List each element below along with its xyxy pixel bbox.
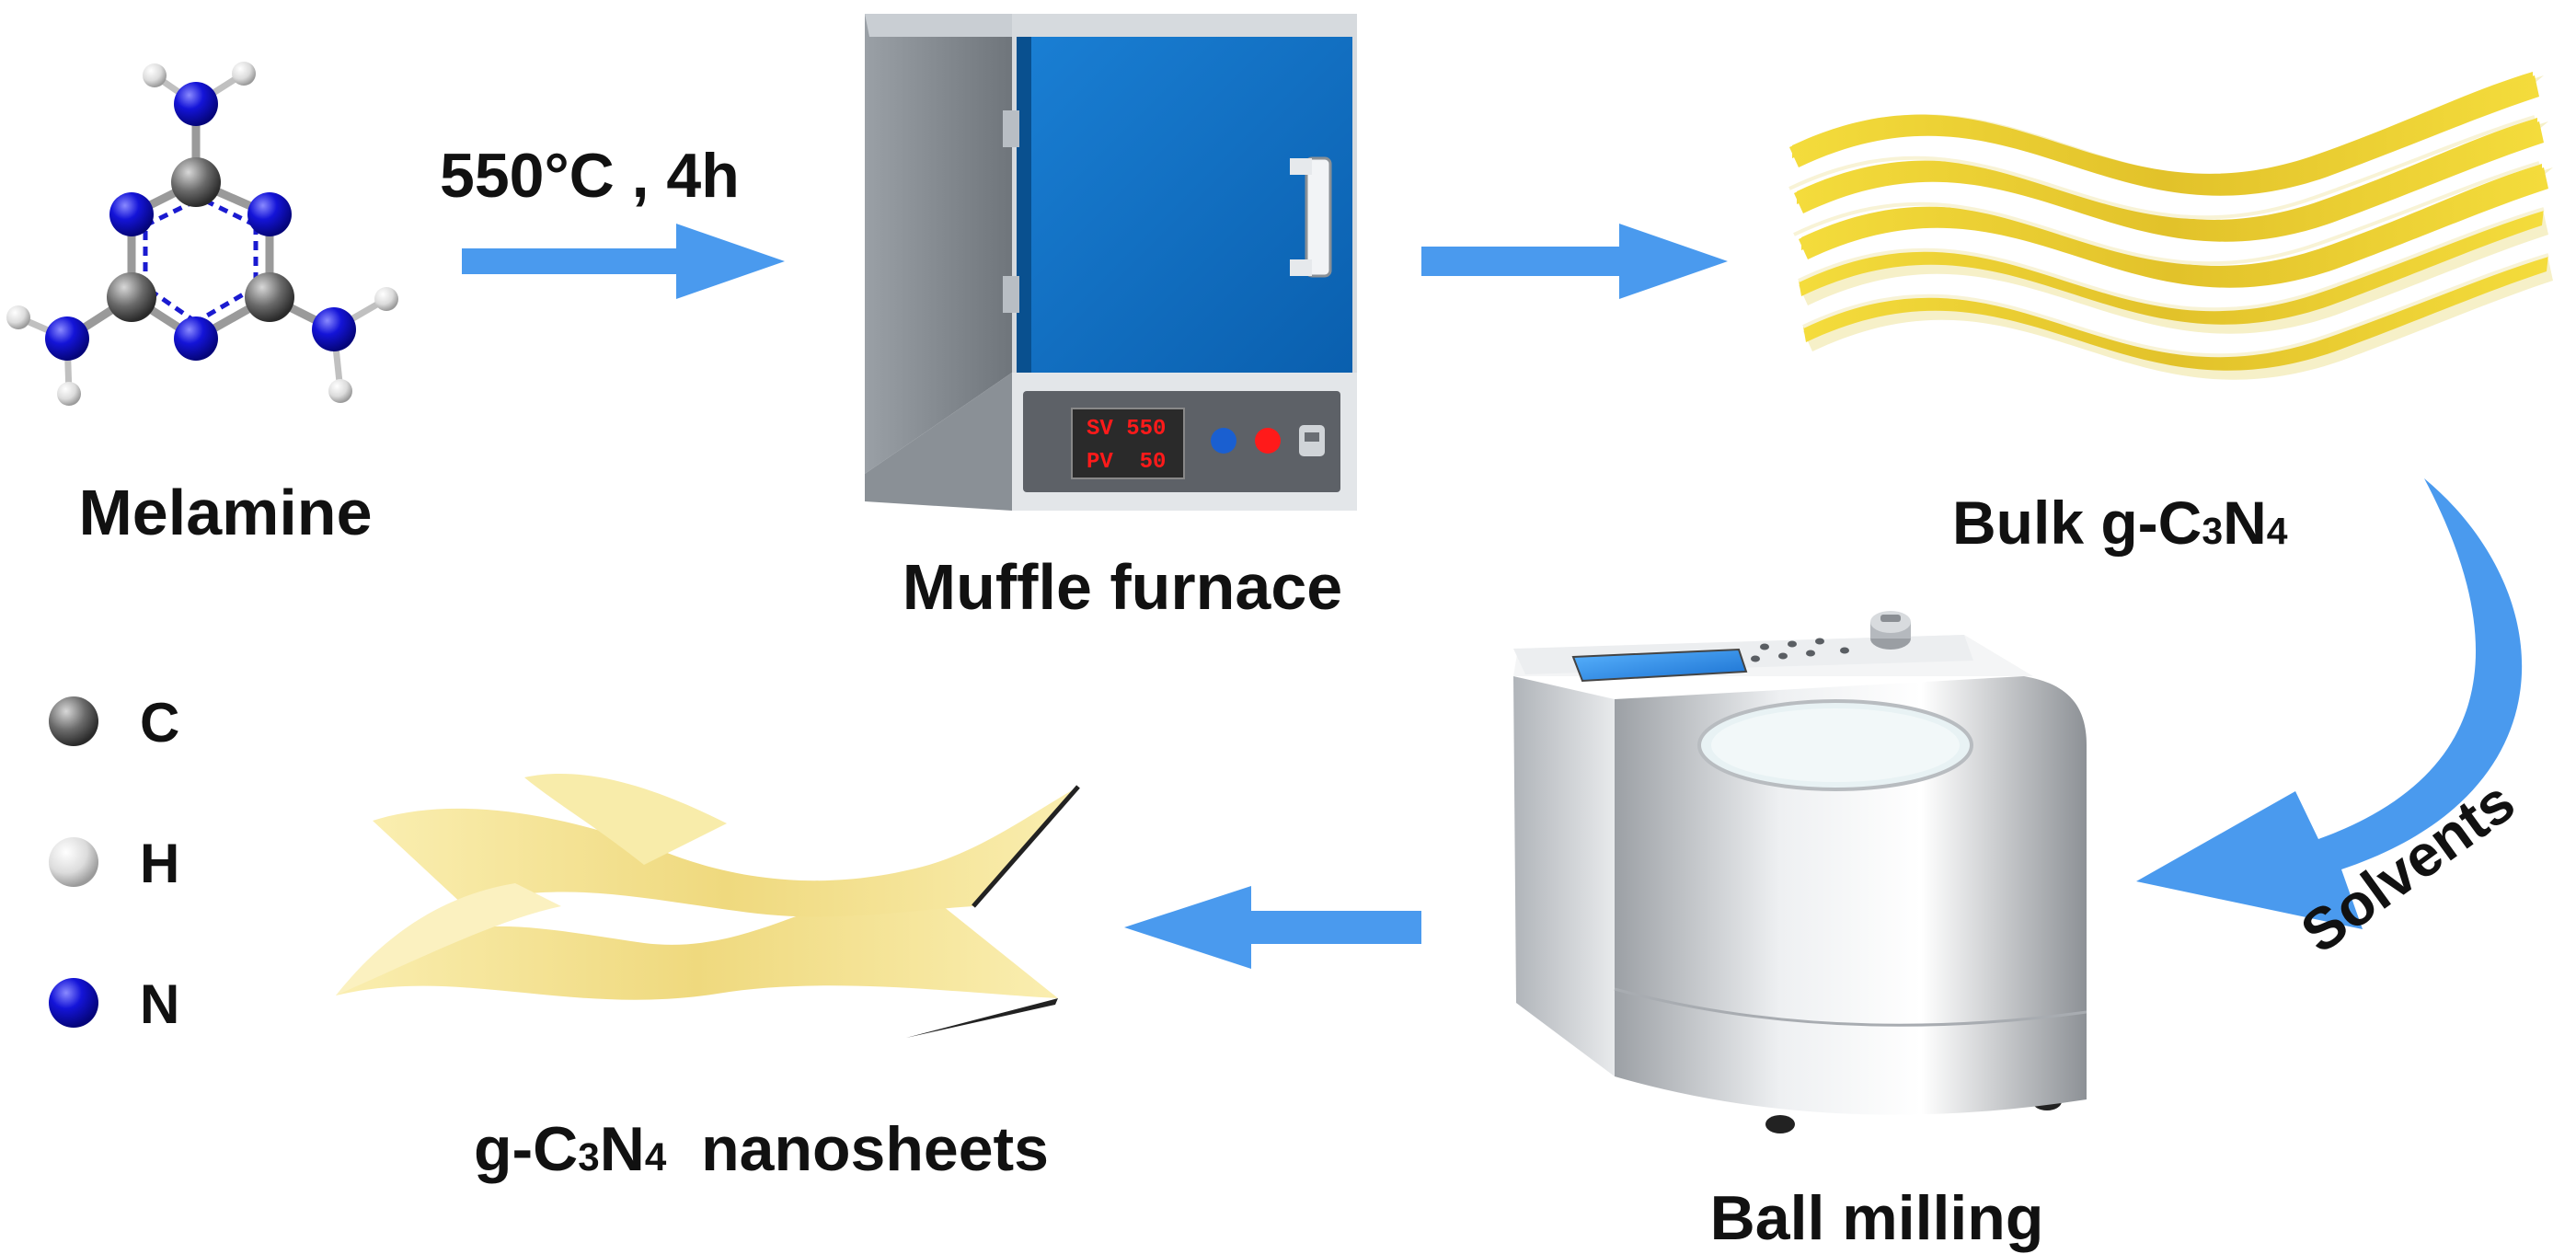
legend-nitrogen-label: N <box>140 973 180 1035</box>
furnace-display-sv: SV 550 <box>1087 417 1166 442</box>
bulk-g-c3n4-sheets <box>1788 72 2553 380</box>
arrow-milling-to-nanosheets <box>1124 886 1421 969</box>
arrow-melamine-to-furnace <box>462 224 785 299</box>
melamine-molecule <box>6 62 398 406</box>
legend-nitrogen-ball <box>49 978 98 1028</box>
ball-milling-label: Ball milling <box>1709 1183 2044 1253</box>
nanosheets <box>336 774 1080 1038</box>
legend-carbon-label: C <box>140 692 180 754</box>
furnace-display-pv: PV 50 <box>1087 450 1166 475</box>
melamine-label: Melamine <box>78 477 373 548</box>
muffle-furnace: SV 550 PV 50 <box>865 14 1357 511</box>
legend-atoms <box>49 696 98 1028</box>
furnace-red-button <box>1255 428 1281 454</box>
arrow-furnace-to-bulk <box>1421 224 1728 299</box>
furnace-blue-button <box>1211 428 1236 454</box>
arrow-bulk-to-milling <box>2136 478 2523 929</box>
furnace-label: Muffle furnace <box>902 551 1343 623</box>
legend-hydrogen-label: H <box>140 833 180 894</box>
nanosheets-label: g-C3N4 nanosheets <box>474 1114 1049 1184</box>
legend-hydrogen-ball <box>49 837 98 887</box>
ball-mill <box>1513 611 2087 1133</box>
condition-label: 550°C , 4h <box>440 141 740 211</box>
legend-carbon-ball <box>49 696 98 746</box>
bulk-label: Bulk g-C3N4 <box>1952 489 2288 557</box>
